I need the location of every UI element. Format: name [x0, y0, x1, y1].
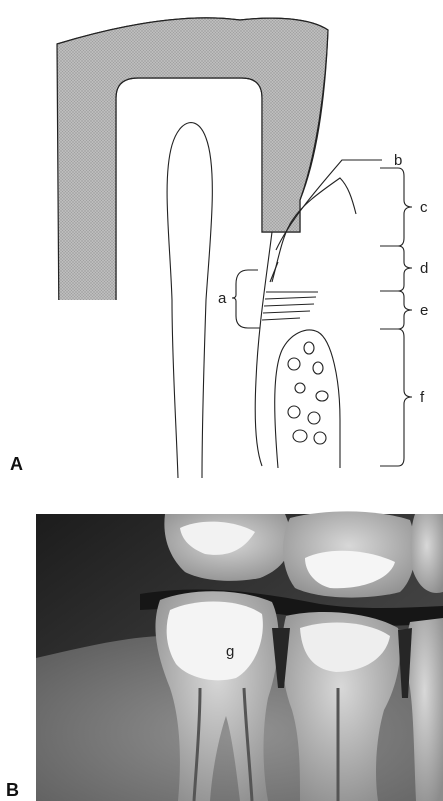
callout-g: g — [226, 643, 234, 660]
panel-label-a: A — [10, 454, 23, 474]
connective-fibers — [262, 292, 318, 320]
right-brackets — [380, 168, 412, 466]
schematic-diagram: a b c d e f A — [0, 0, 443, 480]
callout-a: a — [218, 290, 227, 307]
root-surface — [255, 232, 272, 466]
callout-d: d — [420, 260, 428, 277]
panel-label-b: B — [6, 780, 19, 800]
callout-e: e — [420, 302, 428, 319]
root-canal — [167, 123, 212, 478]
bracket-a — [232, 270, 260, 328]
crown-mask — [56, 300, 118, 480]
marrow-spaces — [288, 342, 328, 444]
callout-f: f — [420, 389, 425, 406]
callout-c: c — [420, 199, 428, 216]
callout-b: b — [394, 152, 402, 169]
junction-line — [270, 262, 278, 282]
radiograph-image: g B — [0, 488, 443, 801]
alveolar-bone — [275, 330, 340, 468]
